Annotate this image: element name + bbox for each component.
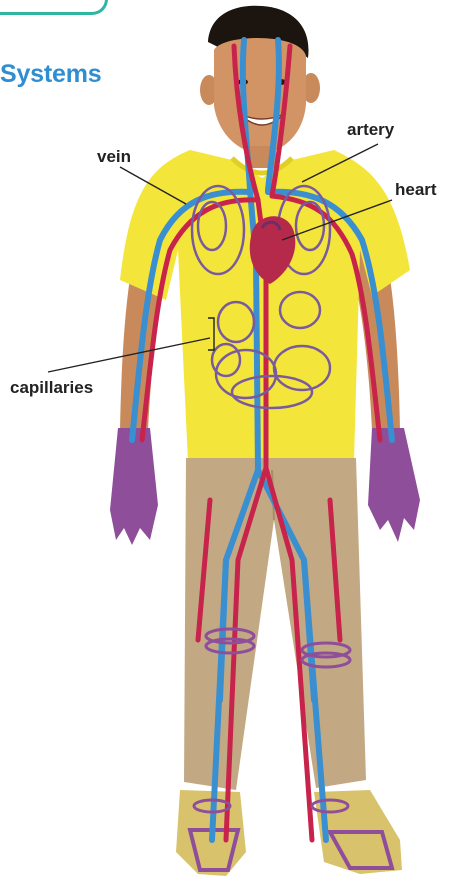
label-capillaries: capillaries xyxy=(10,378,93,398)
left-hand xyxy=(110,428,158,545)
head xyxy=(214,38,306,154)
right-hand xyxy=(368,428,420,542)
label-artery: artery xyxy=(347,120,394,140)
label-heart: heart xyxy=(395,180,437,200)
label-vein: vein xyxy=(97,147,131,167)
